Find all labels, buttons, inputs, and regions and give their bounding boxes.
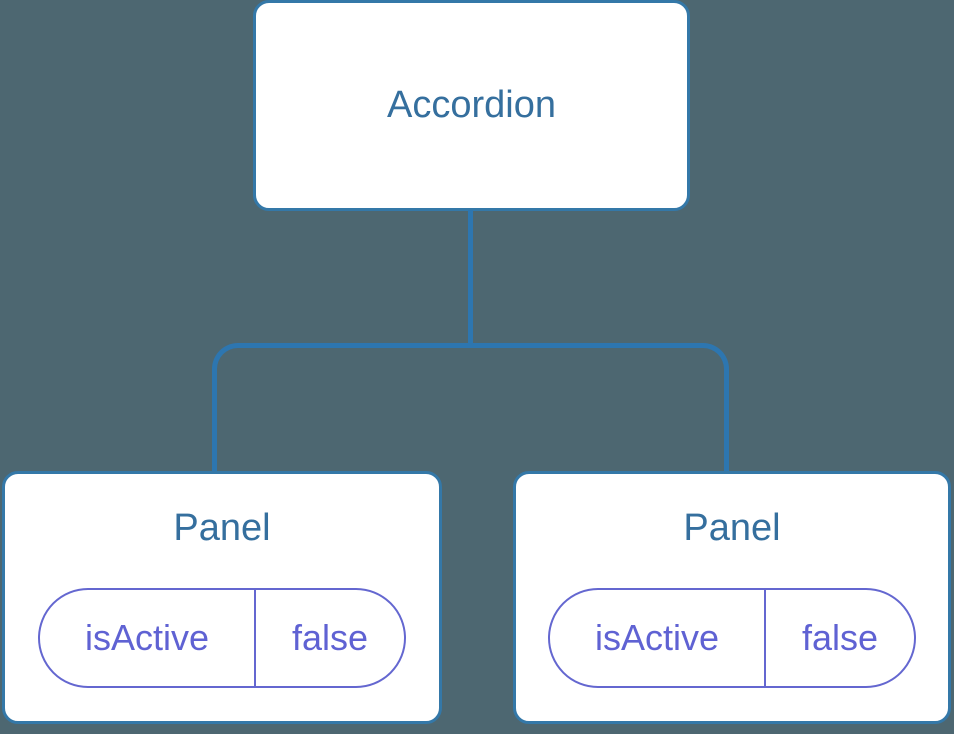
panel-left-label: Panel xyxy=(173,507,271,549)
panel-node-left: Panel isActive false xyxy=(2,471,442,724)
pill-divider-right xyxy=(764,589,766,686)
state-pill-right: isActive false xyxy=(548,587,916,688)
accordion-label: Accordion xyxy=(387,83,556,126)
state-key-right: isActive xyxy=(594,616,720,658)
connector-stem xyxy=(468,210,473,345)
connector-bracket xyxy=(212,343,729,471)
state-key-left: isActive xyxy=(84,616,210,658)
panel-right-label: Panel xyxy=(683,507,781,549)
accordion-node: Accordion xyxy=(253,0,690,211)
pill-divider-left xyxy=(254,589,256,686)
state-value-left: false xyxy=(291,616,369,658)
panel-node-right: Panel isActive false xyxy=(513,471,951,724)
state-pill-left: isActive false xyxy=(38,587,406,688)
state-value-right: false xyxy=(801,616,879,658)
